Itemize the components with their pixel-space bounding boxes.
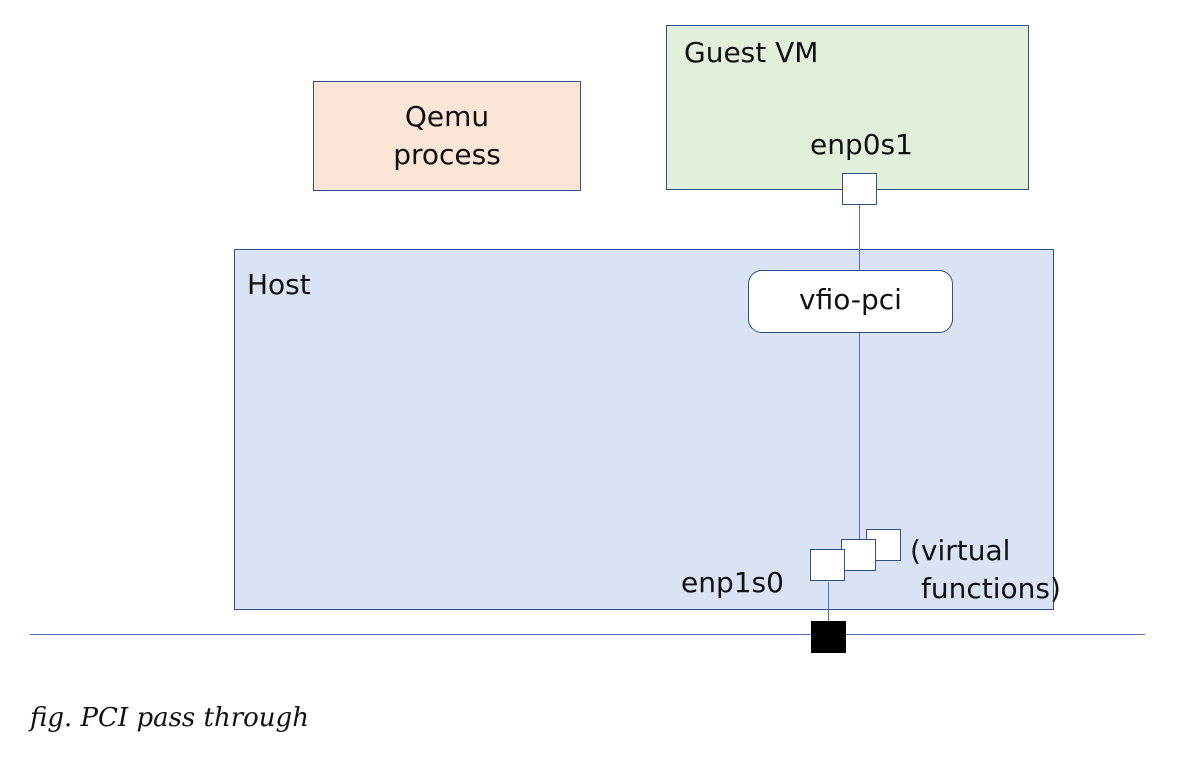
qemu-process-box: Qemu process [313, 81, 581, 191]
host-title: Host [247, 268, 311, 301]
guest-nic-port [842, 173, 877, 205]
guest-vm-box: Guest VM enp0s1 [666, 25, 1029, 190]
network-line [30, 634, 1145, 635]
virtual-functions-label-line2: functions) [921, 572, 1061, 605]
guest-nic-label: enp0s1 [810, 128, 913, 161]
guest-vm-title: Guest VM [684, 36, 819, 69]
figure-caption: fig. PCI pass through [30, 703, 309, 733]
qemu-label-line2: process [393, 138, 501, 171]
physical-nic-port [810, 549, 845, 581]
virtual-function-port [841, 539, 876, 571]
vfio-pci-label: vfio-pci [799, 283, 902, 316]
vfio-pci-box: vfio-pci [748, 270, 953, 333]
passthrough-link [859, 205, 860, 545]
network-port [811, 621, 846, 653]
uplink-line [828, 582, 829, 622]
virtual-functions-label-line1: (virtual [910, 534, 1011, 567]
host-nic-label: enp1s0 [681, 566, 784, 599]
qemu-label-line1: Qemu [404, 100, 490, 133]
